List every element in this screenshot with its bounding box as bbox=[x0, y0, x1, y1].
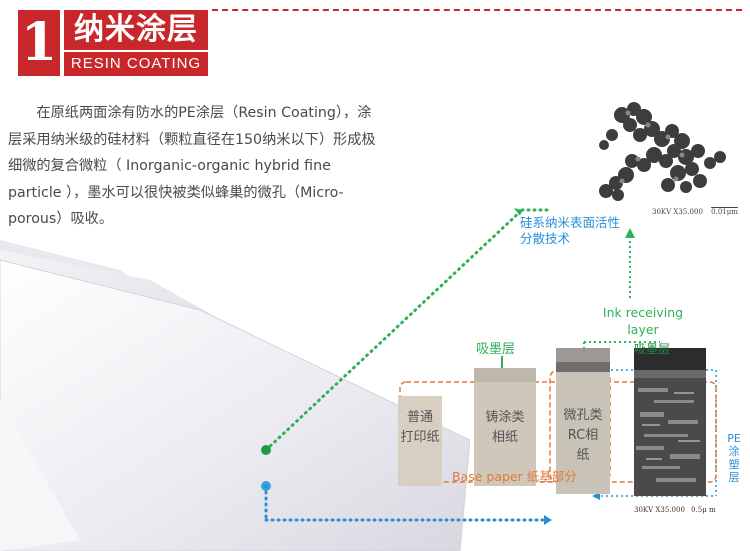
ink-receiving-layer-label: Ink receiving layer bbox=[602, 305, 684, 337]
absorb-layer-label-right: 吸墨层 bbox=[634, 342, 671, 356]
sem-top-scale-bar: 0.01μm bbox=[711, 208, 738, 216]
intro-line: 在原纸两面涂有防水的PE涂层（Resin Coating），涂 bbox=[8, 105, 372, 121]
column-label-rc: 微孔类 RC相 纸 bbox=[563, 408, 603, 463]
section-title-en: RESIN COATING bbox=[64, 52, 208, 76]
header-divider bbox=[212, 9, 742, 11]
sem-top-scale: 30KV X35.000 0.01μm bbox=[652, 208, 738, 216]
section-number: 1 bbox=[18, 10, 60, 76]
column-label-cast: 铸涂类 相纸 bbox=[485, 410, 525, 445]
sem-bottom-scale: 30KV X35.000 0.5μ m bbox=[634, 506, 716, 514]
base-paper-label: Base paper 纸基部分 bbox=[452, 469, 577, 484]
absorb-layer-label-left: 吸墨层 bbox=[476, 342, 516, 357]
sem-cross-section-image bbox=[634, 348, 706, 496]
intro-line: 层采用纳米级的硅材料（颗粒直径在150纳米以下）形成极 bbox=[8, 131, 376, 148]
paper-stack-illustration bbox=[0, 240, 470, 551]
sem-nanoparticle-image bbox=[582, 95, 742, 220]
intro-line: porous）吸收。 bbox=[8, 211, 114, 228]
intro-line: 细微的复合微粒（ Inorganic-organic hybrid fine bbox=[8, 158, 331, 175]
intro-paragraph: 在原纸两面涂有防水的PE涂层（Resin Coating），涂 层采用纳米级的硅… bbox=[8, 100, 408, 233]
column-rc-paper bbox=[556, 348, 610, 494]
intro-line: particle ），墨水可以很快被类似蜂巢的微孔（Micro- bbox=[8, 184, 344, 201]
column-cast-coated bbox=[474, 368, 536, 486]
pe-coating-label: PE涂塑层 bbox=[727, 432, 741, 484]
silica-technology-label: 硅系纳米表面活性 分散技术 bbox=[520, 215, 621, 246]
section-title-cn: 纳米涂层 bbox=[64, 10, 208, 50]
sem-bottom-scale-bar: 0.5μ m bbox=[691, 506, 716, 514]
column-plain-paper bbox=[398, 396, 442, 486]
column-label-plain: 普通 打印纸 bbox=[400, 410, 440, 445]
